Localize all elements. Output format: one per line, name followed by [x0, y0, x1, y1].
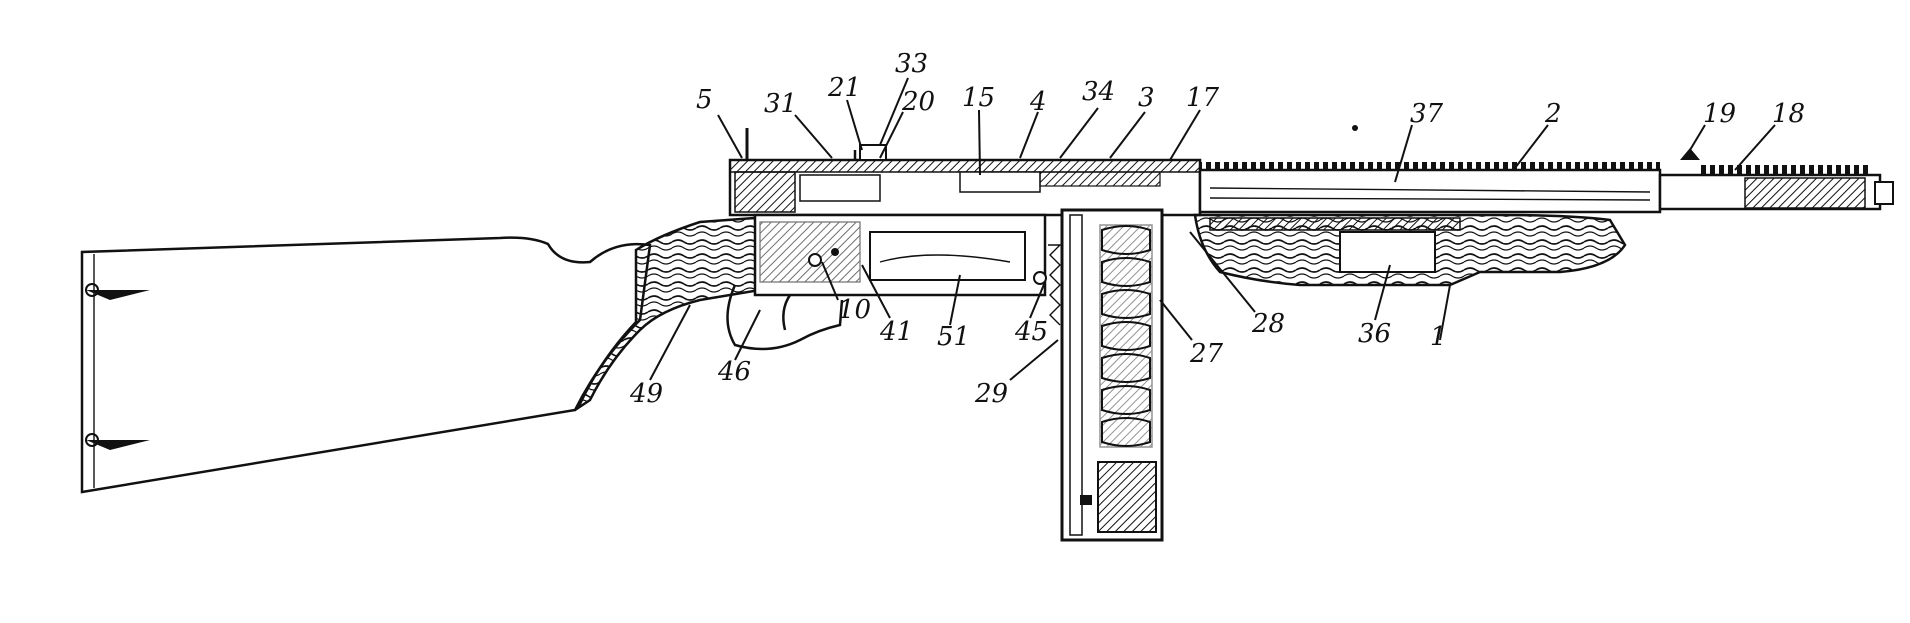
buttplate-screw-upper [85, 283, 150, 300]
callout-31: 31 [764, 89, 797, 119]
callout-17: 17 [1186, 83, 1220, 113]
callout-15: 15 [962, 83, 995, 113]
magazine [1060, 208, 1164, 542]
trigger-housing [753, 213, 1047, 297]
callout-51: 51 [937, 322, 970, 352]
callout-10: 10 [838, 295, 871, 325]
callout-45: 45 [1014, 317, 1048, 347]
callout-5: 5 [696, 85, 713, 115]
buttstock [80, 236, 652, 494]
callout-36: 36 [1358, 319, 1391, 349]
barrel-assembly [1198, 148, 1894, 214]
trigger-guard [726, 284, 844, 351]
magazine-catch-spring [1048, 244, 1062, 326]
callout-41: 41 [879, 317, 913, 347]
callout-2: 2 [1544, 99, 1562, 129]
receiver [728, 128, 1202, 217]
callout-37: 37 [1410, 99, 1444, 129]
buttplate-screw-lower [85, 433, 150, 450]
callout-27: 27 [1189, 339, 1224, 369]
callout-33: 33 [895, 49, 928, 79]
callout-3: 3 [1138, 83, 1155, 113]
callout-20: 20 [901, 87, 935, 117]
stock-wrist-wood [575, 216, 762, 412]
ink-dot [1352, 125, 1358, 131]
callout-28: 28 [1251, 309, 1285, 339]
forend-cutout [1339, 231, 1436, 273]
callout-labels: 5 31 21 33 20 15 4 34 3 17 37 2 19 18 10… [629, 49, 1805, 409]
callout-21: 21 [827, 73, 861, 103]
leader-lines [649, 77, 1776, 381]
callout-19: 19 [1703, 99, 1736, 129]
callout-46: 46 [717, 357, 751, 387]
callout-34: 34 [1082, 77, 1115, 107]
callout-29: 29 [974, 379, 1008, 409]
callout-49: 49 [629, 379, 663, 409]
callout-1: 1 [1430, 322, 1447, 352]
trigger [782, 294, 792, 331]
callout-4: 4 [1029, 87, 1047, 117]
callout-18: 18 [1772, 99, 1805, 129]
recoil-spring-tube [1209, 217, 1461, 231]
